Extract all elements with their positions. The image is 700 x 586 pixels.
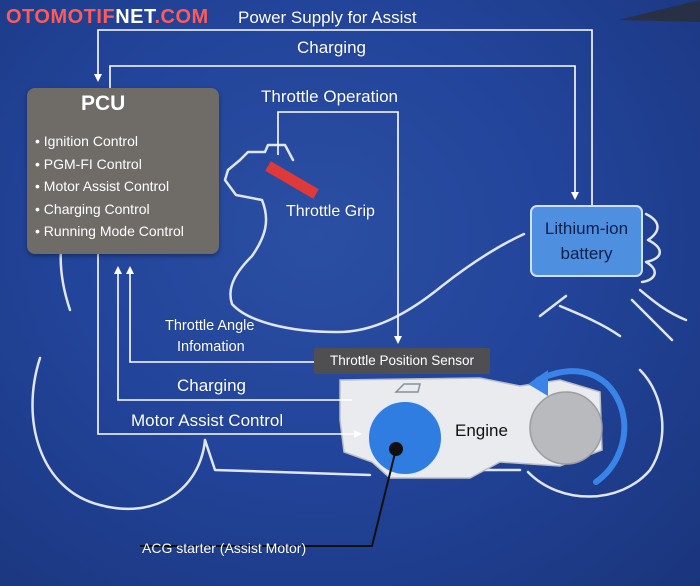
pcu-item: Ignition Control — [35, 130, 184, 153]
throttle-position-sensor-box: Throttle Position Sensor — [314, 348, 490, 374]
throttle-operation-line — [277, 111, 402, 344]
charging-top-line — [109, 65, 579, 200]
pulley-icon — [529, 391, 603, 465]
throttle-grip-label: Throttle Grip — [286, 203, 375, 220]
power-supply-label: Power Supply for Assist — [238, 8, 417, 27]
throttle-grip-icon — [265, 161, 319, 199]
acg-starter-label: ACG starter (Assist Motor) — [142, 540, 307, 556]
charging-bottom-label: Charging — [177, 376, 246, 395]
rotation-arrow-icon — [535, 368, 628, 485]
pcu-function-list: Ignition Control PGM-FI Control Motor As… — [35, 130, 184, 243]
pcu-item: PGM-FI Control — [35, 153, 184, 176]
pcu-item: Charging Control — [35, 198, 184, 221]
battery-label-2: battery — [560, 244, 613, 263]
pcu-box: PCU Ignition Control PGM-FI Control Moto… — [27, 88, 219, 254]
watermark-part-1: OTOMOTIF — [6, 6, 116, 28]
rotation-arrowhead-icon — [528, 370, 548, 396]
watermark-part-2: NET — [115, 6, 155, 28]
throttle-angle-label-1: Throttle Angle — [165, 318, 255, 334]
engine-label: Engine — [455, 421, 508, 440]
acg-motor-icon — [367, 400, 443, 476]
charging-bottom-line — [114, 266, 352, 401]
throttle-angle-line — [126, 266, 314, 363]
watermark: OTOMOTIFNET.COM — [6, 6, 209, 29]
pcu-item: Running Mode Control — [35, 220, 184, 243]
battery-box: Lithium-ion battery — [530, 205, 643, 277]
charging-top-label: Charging — [297, 38, 366, 57]
corner-shape — [618, 0, 700, 22]
pcu-title: PCU — [81, 92, 126, 115]
throttle-angle-label-2: Infomation — [177, 339, 245, 355]
watermark-part-3: .COM — [154, 6, 209, 28]
engine-block — [339, 377, 603, 479]
power-supply-line — [94, 29, 593, 205]
motor-assist-line — [97, 254, 362, 438]
throttle-operation-label: Throttle Operation — [261, 87, 399, 106]
acg-leader-line — [140, 448, 397, 547]
battery-label-1: Lithium-ion — [544, 219, 629, 238]
motor-assist-label: Motor Assist Control — [131, 411, 284, 430]
pcu-item: Motor Assist Control — [35, 175, 184, 198]
